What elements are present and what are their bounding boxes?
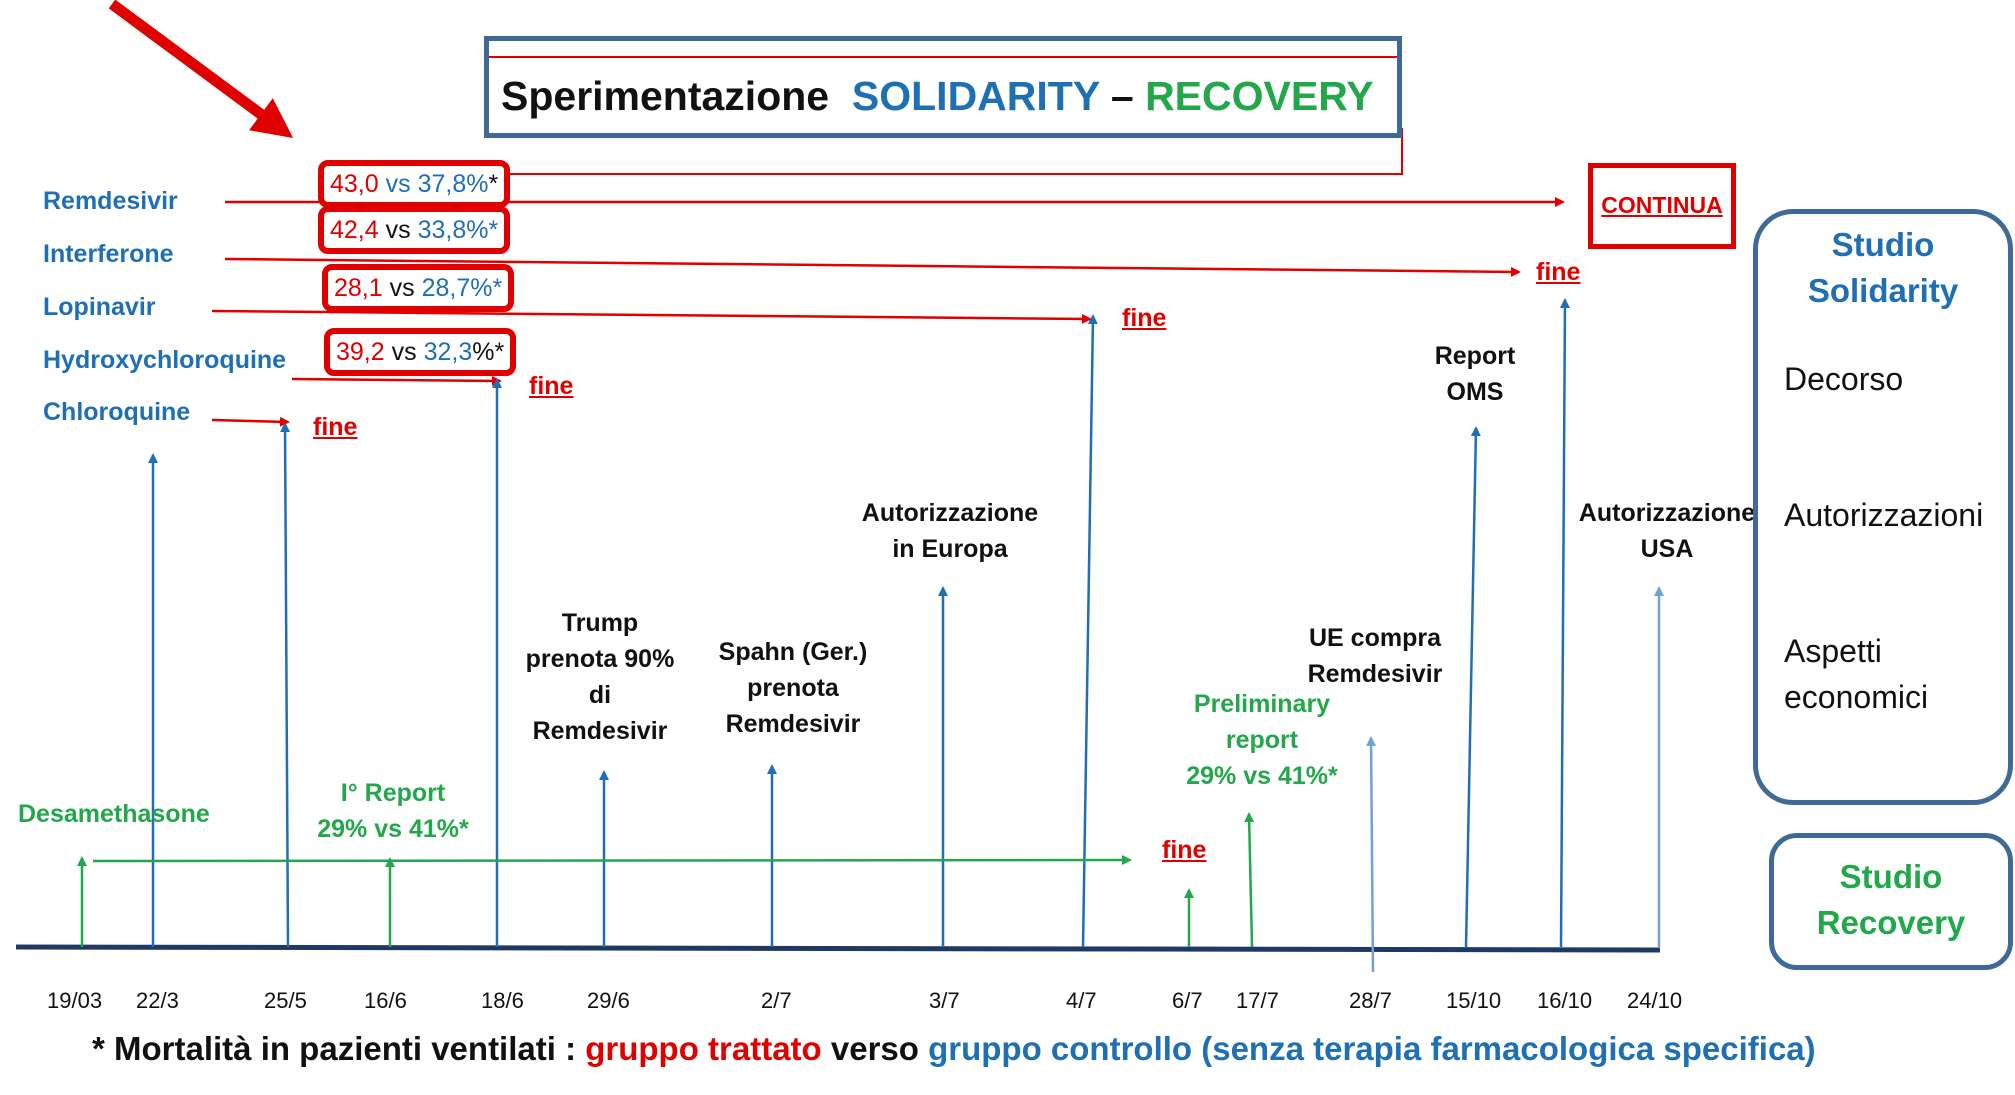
drug-label-lopinavir: Lopinavir [43,293,156,321]
time-axis [15,944,1661,953]
solidarity-item-decorso: Decorso [1784,361,1904,397]
drug-label-interferone: Interferone [43,240,174,268]
mortality-box-interferone: 42,4 vs 33,8%* [318,206,511,254]
date-label: 6/7 [1172,988,1203,1013]
title-dash: – [1110,73,1134,119]
date-label: 2/7 [761,988,792,1013]
fine-label-lopinavir: fine [1122,304,1167,332]
event-spahn: Spahn (Ger.) prenota Remdesivir [718,638,868,738]
title-connector-line [484,128,1403,175]
event-report-oms: Report OMS [1434,342,1516,406]
event-preliminary-report: Preliminary report 29% vs 41%* [1186,690,1338,790]
date-label: 16/10 [1537,988,1593,1013]
event-arrow-25-5 [280,422,291,948]
drug-label-chloroquine: Chloroquine [43,398,191,426]
date-label: 22/3 [136,988,179,1013]
chloroquine-trial-arrow [211,416,290,427]
event-autorizzazione-europa: Autorizzazione in Europa [861,499,1039,563]
date-label: 4/7 [1066,988,1097,1013]
fine-label-hydroxychloroquine: fine [529,372,574,400]
solidarity-item-autorizzazioni: Autorizzazioni [1784,497,1984,533]
footnote: * Mortalità in pazienti ventilati : grup… [92,1030,1816,1067]
event-trump: Trump prenota 90% di Remdesivir [525,609,675,745]
date-label: 15/10 [1446,988,1502,1013]
date-label: 19/03 [47,988,103,1013]
date-label: 29/6 [587,988,630,1013]
mortality-box-lopinavir: 28,1 vs 28,7%* [322,264,515,312]
page-title: Sperimentazione SOLIDARITY – RECOVERY [501,73,1374,120]
event-desamethasone: Desamethasone [18,800,210,828]
date-label: 28/7 [1349,988,1392,1013]
date-label: 17/7 [1236,988,1279,1013]
title-red-rule [489,56,1397,58]
date-label: 18/6 [481,988,524,1013]
recovery-study-box: Studio Recovery [1769,833,2013,970]
solidarity-item-aspetti: Aspetti [1784,633,1882,669]
mortality-box-remdesivir: 43,0 vs 37,8%* [318,160,511,208]
date-label: 25/5 [264,988,307,1013]
recovery-title: Studio Recovery [1816,858,1966,941]
fine-label-recovery: fine [1162,836,1207,864]
date-label: 3/7 [929,988,960,1013]
interferone-trial-arrow [224,257,1521,277]
title-solidarity: SOLIDARITY [851,73,1100,119]
drug-label-remdesivir: Remdesivir [43,187,178,215]
solidarity-item-economici: economici [1784,679,1929,715]
event-arrow-16-10 [1559,298,1570,948]
event-autorizzazione-usa: Autorizzazione USA [1578,499,1756,563]
hydroxychloroquine-trial-arrow [291,375,502,386]
title-part-1: Sperimentazione [501,73,830,119]
recovery-arrow-17-7 [1244,812,1255,948]
title-box: Sperimentazione SOLIDARITY – RECOVERY [484,36,1402,138]
event-ue-compra: UE compra Remdesivir [1307,624,1443,688]
recovery-trial-arrow [92,855,1132,866]
event-arrow-4-7 [1081,314,1098,948]
continua-box: CONTINUA [1588,163,1736,249]
event-arrow-15-10 [1464,426,1481,948]
fine-label-interferone: fine [1536,258,1581,286]
mortality-box-hydroxychloroquine: 39,2 vs 32,3%* [324,328,517,376]
pointer-arrow [108,0,294,138]
drug-label-hydroxychloroquine: Hydroxychloroquine [43,346,287,374]
date-label: 24/10 [1627,988,1683,1013]
fine-label-chloroquine: fine [313,413,358,441]
lopinavir-trial-arrow [211,309,1092,324]
solidarity-study-box: Studio Solidarity Decorso Autorizzazioni… [1753,209,2013,805]
solidarity-title: Studio Solidarity [1807,226,1959,309]
date-label: 16/6 [364,988,407,1013]
continua-label: CONTINUA [1601,192,1723,218]
title-recovery: RECOVERY [1145,73,1374,119]
event-first-report: I° Report 29% vs 41%* [317,779,469,843]
event-arrow-28-7 [1366,736,1377,973]
